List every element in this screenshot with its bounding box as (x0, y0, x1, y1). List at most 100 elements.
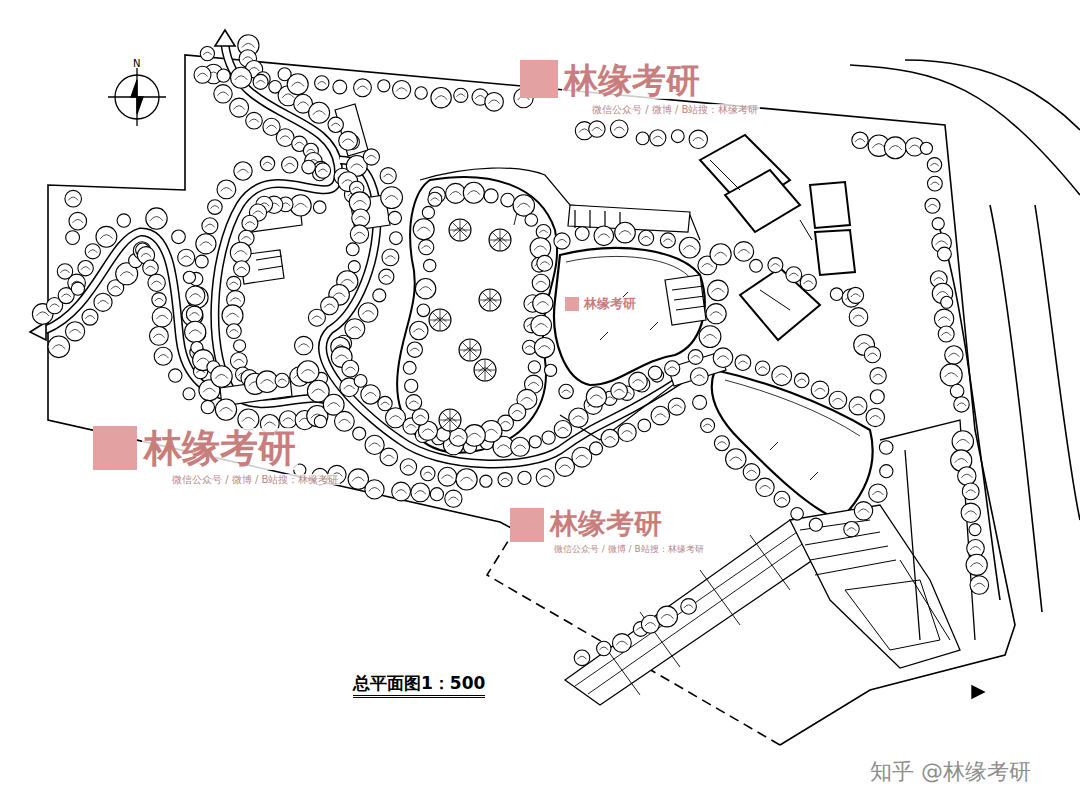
tree-texture (539, 230, 548, 233)
tree-texture (738, 361, 748, 364)
tree-symbol (713, 348, 733, 368)
tree-symbol (485, 93, 504, 112)
tree-texture (576, 455, 588, 459)
tree-symbol (234, 261, 250, 277)
tree-texture (190, 313, 200, 316)
tree-symbol (373, 289, 386, 302)
tree-symbol (178, 249, 195, 266)
tree-texture (381, 402, 390, 405)
tree-texture (573, 416, 585, 420)
tree-texture (68, 197, 78, 200)
tree-texture (974, 583, 985, 587)
tree-symbol (410, 321, 428, 339)
tree-symbol (958, 467, 976, 485)
tree-texture (614, 389, 624, 392)
tree-symbol (660, 233, 675, 248)
tree-texture (559, 465, 570, 469)
tree-symbol (358, 303, 378, 323)
tree-symbol (690, 368, 708, 386)
tree-texture (155, 298, 164, 301)
tree-texture (661, 614, 673, 618)
tree-texture (663, 239, 672, 242)
watermark-seals (93, 60, 579, 542)
tree-texture (435, 96, 447, 100)
tree-texture (936, 291, 948, 295)
tree-symbol (597, 641, 611, 655)
tree-symbol (379, 269, 394, 284)
tree-texture (431, 198, 439, 201)
tree-texture (833, 398, 844, 402)
tree-symbol (194, 66, 211, 83)
tree-symbol (117, 214, 130, 227)
tree-symbol (253, 74, 268, 89)
tree-symbol (400, 459, 416, 475)
tree-symbol (708, 280, 729, 301)
tree-symbol (755, 361, 769, 375)
tree-symbol (428, 192, 442, 206)
buildings (700, 135, 855, 340)
tree-texture (419, 287, 431, 291)
tree-texture (710, 312, 722, 316)
tree-symbol (183, 388, 195, 400)
tree-texture (668, 367, 677, 370)
umbrella-tree-ribs (449, 219, 471, 241)
tree-symbol (786, 267, 802, 283)
tree-texture (460, 477, 473, 481)
tree-texture (694, 375, 705, 379)
tree-symbol (78, 261, 93, 276)
tree-texture (655, 414, 666, 418)
tree-texture (410, 348, 419, 351)
tree-symbol (230, 98, 249, 117)
tree-symbol (800, 274, 816, 290)
tree-texture (605, 437, 616, 441)
tree-texture (536, 281, 547, 285)
watermark: 林缘考研 (582, 297, 638, 311)
tree-texture (528, 382, 539, 386)
tree-texture (938, 317, 950, 321)
tree-symbol (866, 408, 884, 426)
tree-symbol (940, 364, 962, 386)
tree-symbol (65, 190, 82, 207)
tree-symbol (750, 259, 763, 272)
tree-texture (406, 424, 416, 427)
tree-symbol (962, 483, 979, 500)
tree-texture (156, 315, 168, 319)
tree-texture (313, 111, 326, 115)
tree-symbol (282, 157, 298, 173)
tree-texture (592, 127, 602, 130)
tree-texture (855, 139, 865, 142)
tree-texture (815, 388, 826, 392)
tree-symbol (844, 522, 859, 537)
tree-texture (909, 145, 920, 149)
tree-texture (683, 246, 695, 250)
tree-texture (369, 488, 381, 492)
tree-texture (413, 329, 424, 333)
tree-texture (150, 216, 163, 220)
tree-symbol (638, 419, 651, 432)
tree-texture (395, 490, 406, 494)
tree-symbol (350, 225, 368, 243)
tree-texture (354, 232, 365, 236)
tree-texture (203, 52, 211, 55)
tree-symbol (403, 361, 416, 374)
tree-symbol (260, 156, 274, 170)
tree-symbol (231, 67, 252, 88)
tree-texture (189, 330, 202, 334)
tree-symbol (215, 399, 236, 420)
tree-symbol (611, 383, 628, 400)
compass (108, 68, 166, 126)
tree-symbol (342, 360, 359, 377)
tree-symbol (533, 293, 553, 313)
tree-texture (306, 149, 315, 152)
tree-symbol (639, 230, 654, 245)
tree-texture (409, 401, 419, 404)
tree-symbol (186, 286, 205, 305)
tree-symbol (424, 259, 436, 271)
watermark: 林缘考研 (548, 509, 664, 540)
tree-symbol (969, 524, 981, 536)
tree-texture (396, 88, 407, 92)
tree-symbol (530, 238, 551, 259)
tree-symbol (966, 554, 987, 575)
tree-symbol (879, 441, 893, 455)
tree-symbol (474, 359, 496, 381)
